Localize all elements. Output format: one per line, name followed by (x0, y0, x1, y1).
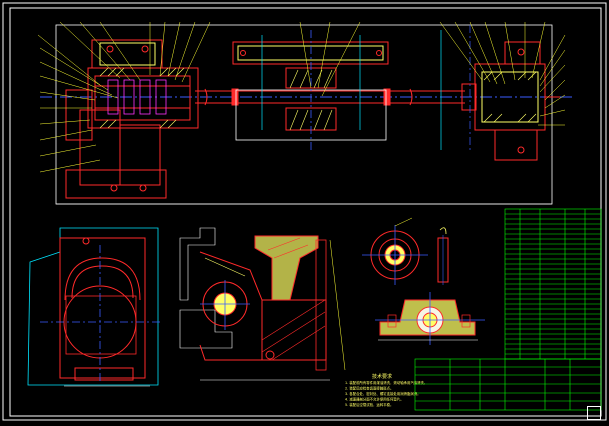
note-line: 1. 装配前所有零件用煤油清洗，滚动轴承用汽油清洗。 (345, 380, 427, 385)
notes-title: 技术要求 (372, 373, 392, 380)
parts-list-table (504, 208, 602, 360)
right-housing-hatch (483, 71, 537, 123)
bearing-detail-views (362, 217, 485, 345)
transmission-shaft (195, 88, 465, 106)
title-block (414, 358, 602, 411)
leader-lines-right (299, 21, 566, 126)
middle-support-hatch (289, 69, 333, 131)
assembly-top-view (37, 21, 575, 205)
technical-notes: 技术要求 1. 装配前所有零件用煤油清洗，滚动轴承用汽油清洗。2. 装配后应检查… (345, 373, 427, 407)
right-bearing-housing (461, 41, 560, 161)
note-line: 3. 各配合处、密封处、螺钉连接处用润滑脂润滑。 (345, 391, 421, 396)
note-line: 5. 装配后空载试验，运转平稳。 (345, 402, 393, 407)
section-view (179, 227, 346, 381)
square-mark-icon (587, 406, 601, 420)
note-line: 2. 装配后应检查齿面接触斑点。 (345, 386, 393, 391)
housing-front-view (27, 227, 160, 387)
note-line: 4. 减速器剖分面不允许使用任何垫片。 (345, 397, 404, 402)
left-gearbox (65, 39, 199, 199)
notes-lines: 1. 装配前所有零件用煤油清洗，滚动轴承用汽油清洗。2. 装配后应检查齿面接触斑… (345, 380, 427, 407)
middle-support (232, 41, 389, 141)
left-gears (107, 79, 167, 115)
leader-lines-left (37, 21, 211, 173)
left-gearbox-hatch (99, 67, 185, 129)
